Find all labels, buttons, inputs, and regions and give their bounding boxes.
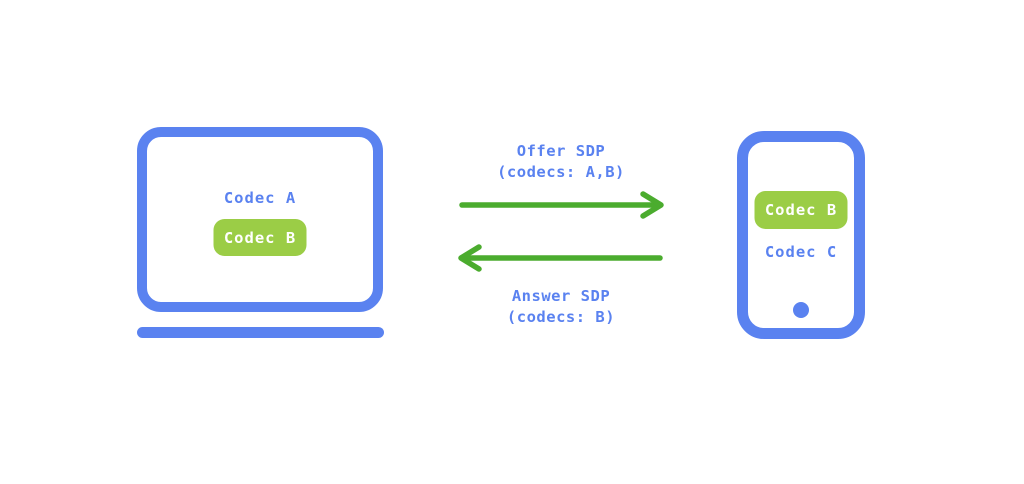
phone-codec-c-label: Codec C [764,243,838,261]
answer-sdp-title: Answer SDP [511,287,611,305]
phone-home-button-dot [793,302,809,318]
answer-arrow-left-icon [458,244,663,272]
laptop-codec-b-badge: Codec B [213,219,307,256]
phone-codec-b-badge-label: Codec B [764,201,838,219]
answer-sdp-label: Answer SDP (codecs: B) [440,286,682,328]
offer-arrow-right-icon [459,191,664,219]
laptop-codec-b-badge-label: Codec B [223,228,297,247]
offer-sdp-title: Offer SDP [516,142,606,160]
laptop-device: Codec A Codec B [137,127,383,312]
laptop-codec-a-label: Codec A [223,189,297,207]
answer-sdp-codecs: (codecs: B) [506,308,616,326]
offer-sdp-label: Offer SDP (codecs: A,B) [440,141,682,183]
phone-device: Codec B Codec C [737,131,865,339]
laptop-base [137,327,384,338]
phone-codec-b-badge: Codec B [754,191,848,229]
offer-sdp-codecs: (codecs: A,B) [497,163,625,181]
